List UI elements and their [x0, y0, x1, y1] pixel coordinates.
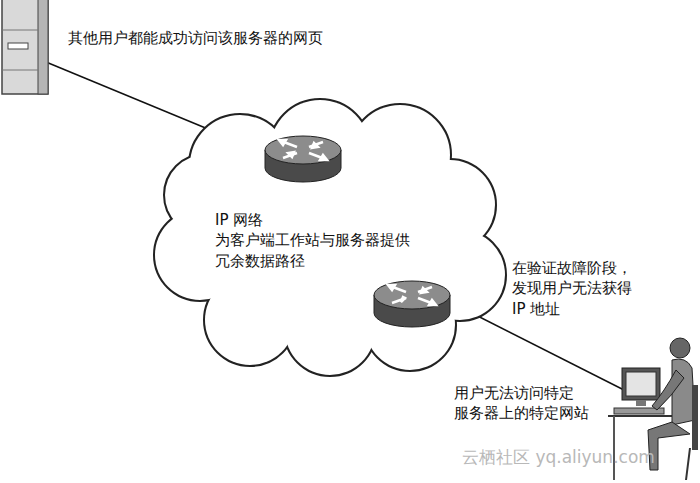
note-text: 在验证故障阶段， 发现用户无法获得 IP 地址 — [512, 258, 647, 319]
node-caption: 其他用户都能成功访问该服务器的网页 — [68, 28, 323, 48]
router-icon — [265, 136, 341, 182]
node-caption: 用户无法访问特定 服务器上的特定网站 — [454, 383, 589, 424]
server-node: 其他用户都能成功访问该服务器的网页 — [0, 0, 50, 95]
router-icon — [374, 281, 450, 327]
cloud-text: IP 网络 为客户端工作站与服务器提供 冗余数据路径 — [215, 210, 427, 271]
watermark: 云栖社区 yq.aliyun.com — [462, 446, 698, 469]
network-cloud-node: IP 网络 为客户端工作站与服务器提供 冗余数据路径 — [150, 95, 500, 375]
server-icon — [0, 0, 52, 97]
